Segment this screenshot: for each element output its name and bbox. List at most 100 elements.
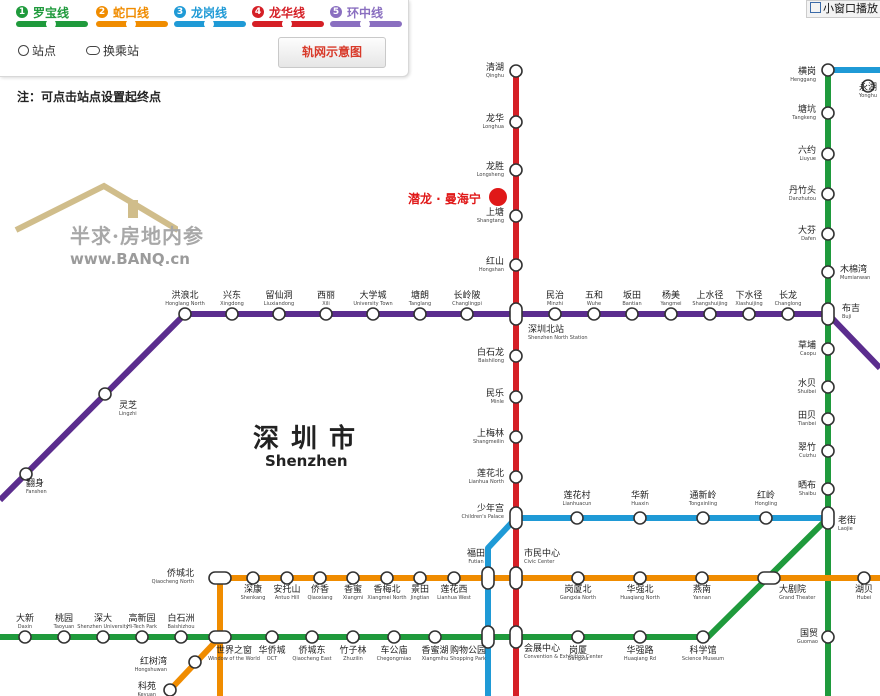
small-window-play-button[interactable]: 小窗口播放 (806, 0, 880, 18)
station-marker[interactable] (188, 655, 202, 669)
station-marker[interactable] (57, 630, 71, 644)
transfer-station-marker[interactable] (509, 302, 523, 326)
transfer-station-marker[interactable] (757, 571, 781, 585)
current-location-marker[interactable] (489, 188, 507, 206)
transfer-station-marker[interactable] (821, 302, 835, 326)
station-marker[interactable] (135, 630, 149, 644)
station-marker[interactable] (861, 79, 875, 93)
station-marker[interactable] (703, 307, 717, 321)
station-marker[interactable] (509, 115, 523, 129)
station-marker[interactable] (272, 307, 286, 321)
station-marker[interactable] (509, 430, 523, 444)
station-marker[interactable] (280, 571, 294, 585)
station-marker[interactable] (821, 342, 835, 356)
transfer-station-marker[interactable] (208, 571, 232, 585)
transfer-station-marker[interactable] (821, 506, 835, 530)
transfer-station-marker[interactable] (509, 625, 523, 649)
station-marker[interactable] (428, 630, 442, 644)
station-marker[interactable] (821, 380, 835, 394)
station-marker[interactable] (447, 571, 461, 585)
station-marker[interactable] (413, 571, 427, 585)
station-marker[interactable] (664, 307, 678, 321)
station-marker[interactable] (821, 444, 835, 458)
station-marker[interactable] (509, 209, 523, 223)
station-marker[interactable] (174, 630, 188, 644)
station-marker[interactable] (225, 307, 239, 321)
station-marker[interactable] (570, 511, 584, 525)
transfer-station-marker[interactable] (481, 625, 495, 649)
station-marker[interactable] (387, 630, 401, 644)
station-marker[interactable] (821, 147, 835, 161)
station-marker[interactable] (96, 630, 110, 644)
transfer-station-marker[interactable] (509, 566, 523, 590)
station-marker[interactable] (571, 630, 585, 644)
station-marker[interactable] (857, 571, 871, 585)
station-marker[interactable] (313, 571, 327, 585)
station-marker[interactable] (548, 307, 562, 321)
transfer-station-marker[interactable] (509, 506, 523, 530)
station-marker[interactable] (346, 571, 360, 585)
station-marker[interactable] (19, 467, 33, 481)
station-marker[interactable] (759, 511, 773, 525)
network-overview-button[interactable]: 轨网示意图 (278, 37, 386, 68)
station-marker[interactable] (821, 412, 835, 426)
station-marker[interactable] (509, 470, 523, 484)
station-marker[interactable] (821, 265, 835, 279)
station-marker[interactable] (246, 571, 260, 585)
station-marker[interactable] (821, 63, 835, 77)
station-marker[interactable] (413, 307, 427, 321)
station-marker[interactable] (821, 187, 835, 201)
station-marker[interactable] (380, 571, 394, 585)
station-marker[interactable] (695, 571, 709, 585)
station-marker[interactable] (821, 482, 835, 496)
station-marker[interactable] (509, 258, 523, 272)
station-marker[interactable] (821, 630, 835, 644)
